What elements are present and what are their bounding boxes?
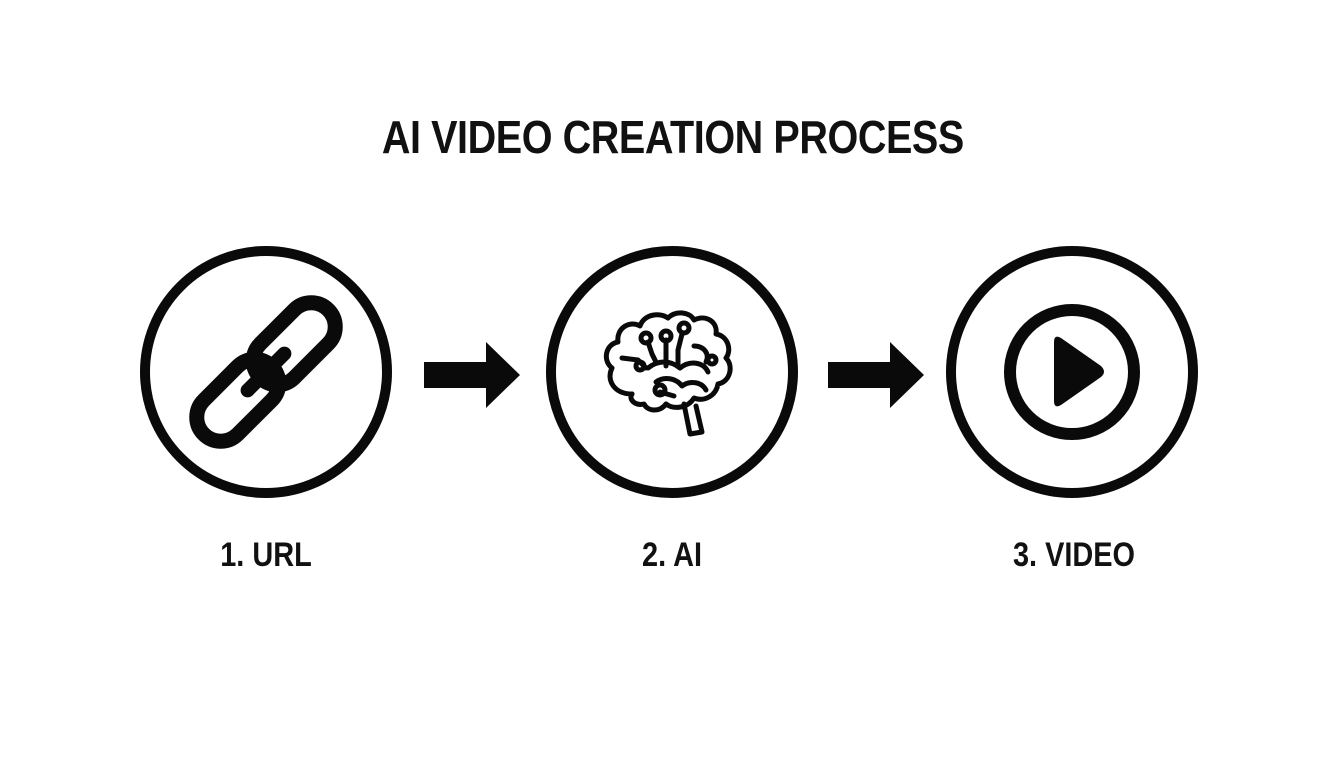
step-2-label: 2. AI: [642, 536, 702, 574]
diagram-title: AI VIDEO CREATION PROCESS: [381, 111, 964, 163]
arrow-right-icon: [424, 342, 520, 408]
step-1-label: 1. URL: [220, 536, 312, 574]
step-3-circle: [946, 246, 1198, 498]
step-1-circle: [140, 246, 392, 498]
step-2-circle: [546, 246, 798, 498]
brain-circuit-icon: [603, 310, 733, 437]
step-3-label: 3. VIDEO: [1012, 536, 1136, 574]
link-icon: [189, 295, 343, 449]
play-icon: [1004, 304, 1140, 440]
arrow-right-icon: [828, 342, 924, 408]
